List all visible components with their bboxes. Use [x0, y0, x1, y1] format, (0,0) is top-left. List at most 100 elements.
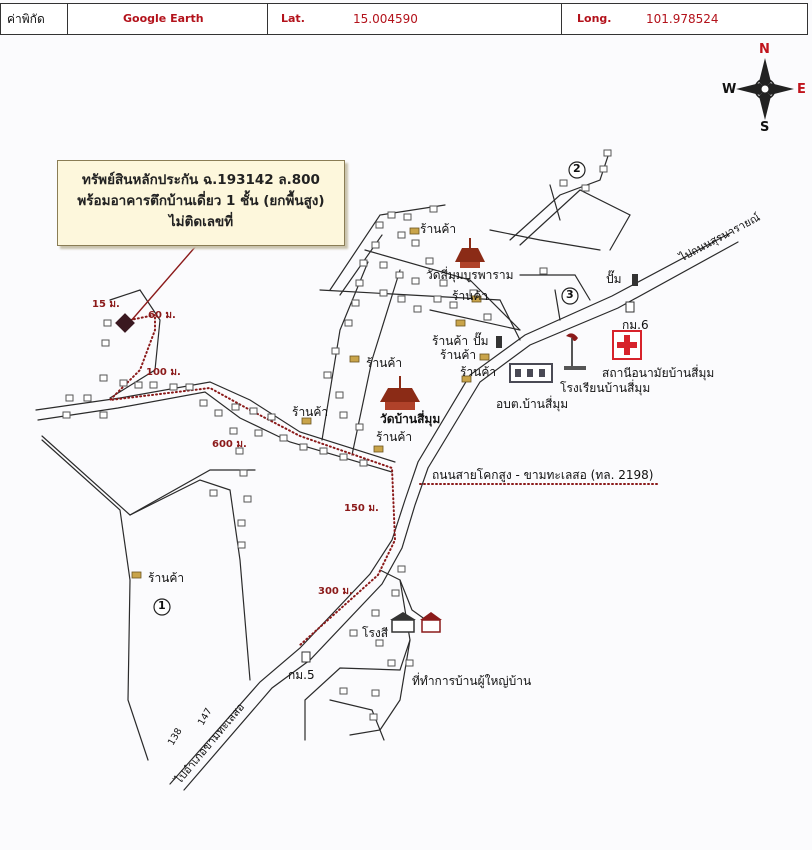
- house-icon: [483, 313, 492, 321]
- health-station-icon: [612, 330, 642, 360]
- house-icon: [429, 205, 438, 213]
- road: [41, 435, 251, 681]
- house-icon: [339, 687, 348, 695]
- house-icon: [355, 423, 364, 431]
- shop-icon: [349, 355, 360, 363]
- road: [329, 204, 446, 291]
- house-icon: [387, 659, 396, 667]
- house-icon: [237, 541, 246, 549]
- temple-label: วัดบ้านสี่มุม: [380, 412, 441, 426]
- house-icon: [439, 279, 448, 287]
- house-icon: [237, 519, 246, 527]
- shop-icon: [461, 375, 472, 383]
- house-icon: [449, 301, 458, 309]
- road: [129, 469, 256, 516]
- road: [349, 639, 411, 736]
- house-icon: [391, 589, 400, 597]
- house-icon: [539, 267, 548, 275]
- house-icon: [425, 257, 434, 265]
- road: [37, 391, 393, 473]
- house-icon: [83, 394, 92, 402]
- house-icon: [359, 459, 368, 467]
- callout-line-2: พร้อมอาคารตึกบ้านเดี่ยว 1 ชั้น (ยกพื้นสู…: [77, 193, 325, 209]
- marker-number: 1: [158, 599, 166, 612]
- coord-label: ค่าพิกัด: [7, 12, 45, 26]
- house-icon: [99, 374, 108, 382]
- house-icon: [254, 429, 263, 437]
- house-icon: [403, 213, 412, 221]
- school-label: โรงเรียนบ้านสี่มุม: [560, 381, 651, 395]
- gas-station-label: ปั๊ม: [606, 272, 622, 286]
- marker-circle: [561, 287, 579, 305]
- temple-icon: [455, 238, 485, 268]
- compass-south: S: [760, 120, 770, 135]
- shop-label: ร้านค้า: [420, 222, 457, 236]
- gas-station-icon: [496, 274, 638, 348]
- lat-label: Lat.: [281, 12, 305, 25]
- house-icon: [351, 299, 360, 307]
- shop-icon: [455, 319, 466, 327]
- coordinate-header: ค่าพิกัด Google Earth Lat. 15.004590 Lon…: [0, 3, 808, 35]
- shop-label: ร้านค้า: [292, 405, 329, 419]
- distance-label: 100 ม.: [146, 367, 181, 378]
- house-icon: [149, 381, 158, 389]
- house-icon: [344, 319, 353, 327]
- house-icon: [335, 391, 344, 399]
- gas-station-label: ปั๊ม: [473, 334, 489, 348]
- house-icon: [371, 241, 380, 249]
- house-icon: [371, 609, 380, 617]
- road: [554, 289, 561, 321]
- marker-number: 3: [566, 288, 574, 301]
- highway-edge: [169, 231, 733, 785]
- house-icon: [599, 165, 608, 173]
- shop-icon: [471, 295, 482, 303]
- shop-label: ร้านค้า: [452, 289, 489, 303]
- shop-icon: [373, 445, 384, 453]
- house-icon: [279, 434, 288, 442]
- house-icon: [229, 427, 238, 435]
- compass-north: N: [759, 42, 770, 57]
- headman-office-label: ที่ทำการบ้านผู้ใหญ่บ้าน: [412, 674, 532, 688]
- sao-label: อบต.บ้านสี่มุม: [496, 397, 569, 411]
- marker-circle: [153, 598, 171, 616]
- divider: [561, 4, 562, 34]
- headman-office-icon: [420, 612, 442, 633]
- property-marker: [115, 313, 135, 333]
- house-icon: [339, 411, 348, 419]
- house-icon: [371, 689, 380, 697]
- house-icon: [355, 279, 364, 287]
- house-icon: [62, 411, 71, 419]
- house-icon: [249, 407, 258, 415]
- house-icon: [397, 231, 406, 239]
- marker-circle: [568, 161, 586, 179]
- shop-label: ร้านค้า: [148, 571, 185, 585]
- road: [519, 274, 591, 301]
- house-icon: [239, 469, 248, 477]
- house-icon: [379, 261, 388, 269]
- road: [429, 309, 521, 331]
- house-icon: [397, 295, 406, 303]
- house-icon: [199, 399, 208, 407]
- km-post-label: กม.5: [288, 668, 315, 682]
- road: [329, 699, 385, 741]
- house-icon: [99, 411, 108, 419]
- house-icon: [267, 413, 276, 421]
- distance-label: 600 ม.: [212, 439, 247, 450]
- health-station-label: สถานีอนามัยบ้านสี่มุม: [602, 366, 715, 380]
- long-value: 101.978524: [646, 12, 719, 26]
- house-icon: [359, 259, 368, 267]
- shop-icon: [479, 353, 490, 361]
- house-icon: [243, 495, 252, 503]
- house-icon: [101, 339, 110, 347]
- house-icon: [349, 629, 358, 637]
- shop-label: ร้านค้า: [366, 356, 403, 370]
- road: [509, 149, 611, 241]
- rice-mill-icon: [390, 612, 416, 633]
- distance-label: 60 ม.: [148, 310, 176, 321]
- house-icon: [103, 319, 112, 327]
- house-icon: [339, 453, 348, 461]
- house-icon: [405, 659, 414, 667]
- school-building-icon: [509, 363, 553, 383]
- house-icon: [581, 184, 590, 192]
- house-icon: [413, 305, 422, 313]
